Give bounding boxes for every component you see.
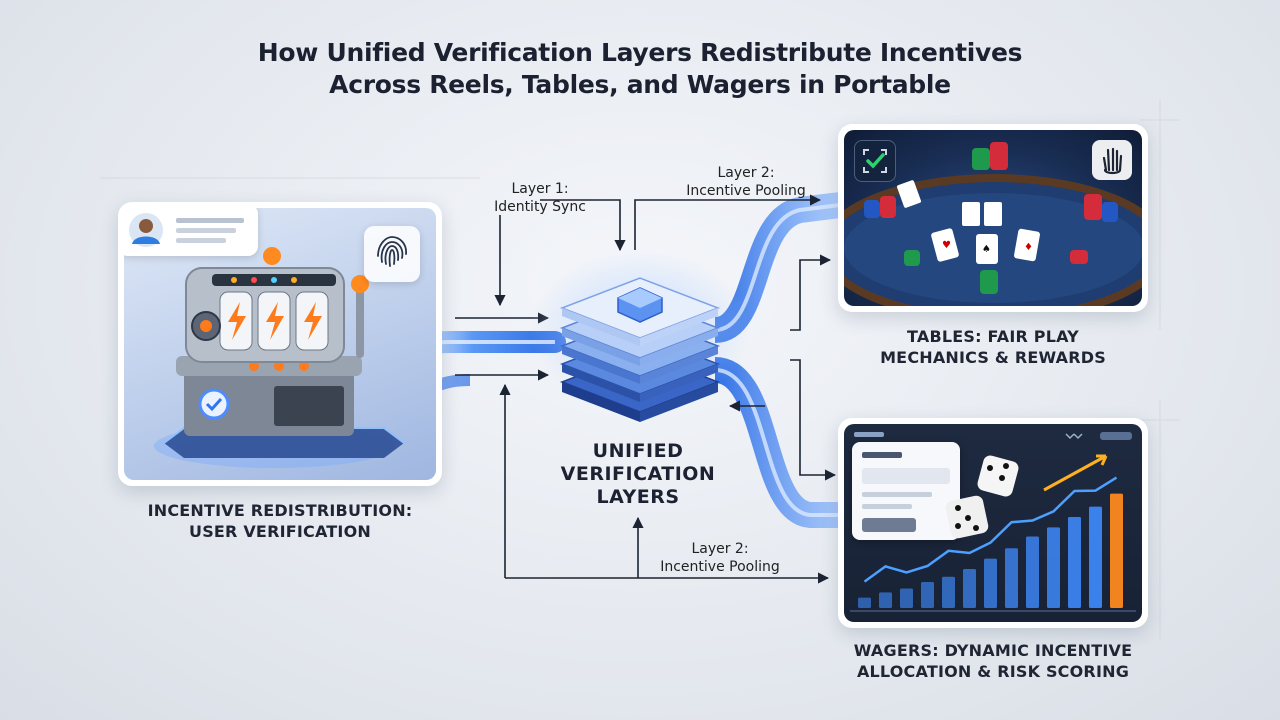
wagers-caption-line2: ALLOCATION & RISK SCORING xyxy=(856,662,1130,681)
tables-caption-line1: TABLES: FAIR PLAY xyxy=(907,327,1079,346)
reels-caption-line1: INCENTIVE REDISTRIBUTION: xyxy=(147,501,413,520)
layer2-bottom-label-subtitle: Incentive Pooling xyxy=(660,559,780,575)
unified-verification-layers-hub xyxy=(530,250,750,422)
layer1-label: Layer 1: Identity Sync xyxy=(480,180,600,216)
wager-bar xyxy=(963,569,976,608)
tables-caption-line2: MECHANICS & REWARDS xyxy=(880,348,1106,367)
slot-machine-illustration xyxy=(154,247,405,468)
wager-bar xyxy=(942,576,955,608)
svg-text:♦: ♦ xyxy=(1024,242,1033,253)
wager-bar xyxy=(858,597,871,608)
diagram-title-line1: How Unified Verification Layers Redistri… xyxy=(257,38,1023,67)
layer2-top-label: Layer 2: Incentive Pooling xyxy=(676,164,816,200)
hub-label-line3: LAYERS xyxy=(596,486,680,508)
user-profile-card xyxy=(124,208,258,256)
wager-bar xyxy=(900,588,913,608)
svg-text:♥: ♥ xyxy=(942,240,951,251)
wager-bar xyxy=(984,558,997,608)
fingerprint-icon xyxy=(364,226,420,282)
hub-label-line2: VERIFICATION xyxy=(560,463,716,485)
hub-label: UNIFIED VERIFICATION LAYERS xyxy=(548,440,728,509)
wager-bar xyxy=(1089,506,1102,608)
raised-hand-icon xyxy=(1092,140,1132,180)
dice-icon xyxy=(945,455,1019,539)
reels-caption: INCENTIVE REDISTRIBUTION: USER VERIFICAT… xyxy=(130,500,430,542)
layer2-top-label-subtitle: Incentive Pooling xyxy=(686,183,806,199)
hub-label-line1: UNIFIED xyxy=(592,440,684,462)
wager-bar xyxy=(1110,493,1123,608)
playing-cards-icon: ♥ ♠ ♦ xyxy=(897,180,1040,264)
wager-bar xyxy=(879,592,892,608)
bar-chart-icon xyxy=(858,493,1123,608)
layer1-label-title: Layer 1: xyxy=(511,181,569,197)
trend-arrow-icon xyxy=(1043,454,1107,492)
checkmark-shield-icon xyxy=(198,388,230,420)
trend-line xyxy=(863,476,1118,583)
poker-table-illustration: ♥ ♠ ♦ xyxy=(844,142,1142,306)
check-badge-icon xyxy=(854,140,896,182)
wagers-panel xyxy=(838,418,1148,628)
wager-bar xyxy=(921,582,934,608)
svg-text:♠: ♠ xyxy=(982,244,991,255)
flow-ribbon-hub-to-wagers xyxy=(713,357,845,528)
layer1-label-subtitle: Identity Sync xyxy=(494,199,586,215)
layer2-bottom-label-title: Layer 2: xyxy=(691,541,749,557)
poker-chips-icon xyxy=(864,142,1118,294)
wager-bar xyxy=(1005,548,1018,608)
wagers-dashboard-illustration xyxy=(850,432,1136,612)
tables-caption: TABLES: FAIR PLAY MECHANICS & REWARDS xyxy=(868,326,1118,368)
reels-caption-line2: USER VERIFICATION xyxy=(189,522,371,541)
wagers-caption: WAGERS: DYNAMIC INCENTIVE ALLOCATION & R… xyxy=(838,640,1148,682)
wager-bar xyxy=(1068,517,1081,608)
background-grid-lines xyxy=(100,100,1180,640)
layer2-top-label-title: Layer 2: xyxy=(717,165,775,181)
wager-form-card xyxy=(852,442,960,540)
wager-bar xyxy=(1026,536,1039,608)
layer2-bottom-label: Layer 2: Incentive Pooling xyxy=(650,540,790,576)
wager-bar xyxy=(1047,527,1060,608)
wagers-caption-line1: WAGERS: DYNAMIC INCENTIVE xyxy=(853,641,1133,660)
diagram-title-line2: Across Reels, Tables, and Wagers in Port… xyxy=(329,70,951,99)
reels-panel xyxy=(118,202,442,486)
tables-panel: ♥ ♠ ♦ xyxy=(838,124,1148,312)
